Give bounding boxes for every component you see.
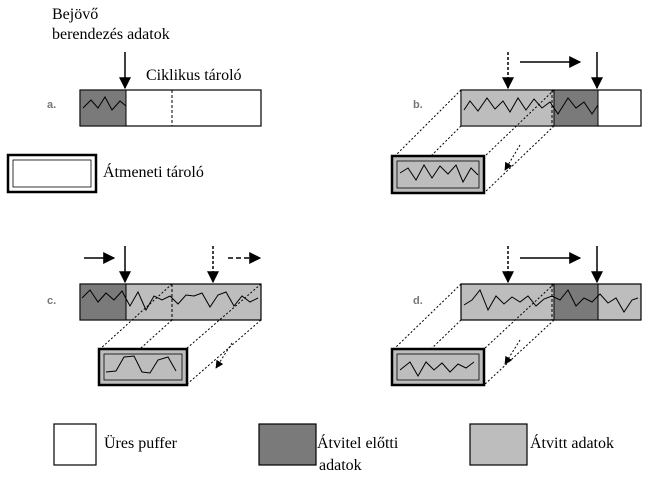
signal-wave-a [82, 96, 127, 111]
panel-d [390, 246, 642, 387]
temp-buffer-box [6, 153, 98, 194]
panel-label-b: b. [413, 99, 423, 111]
pre-transfer-segment-a [79, 89, 127, 127]
incoming-label-line1: Bejövő [52, 6, 99, 23]
cyclic-buffer-d [460, 283, 642, 321]
legend-label-pre-transfer-2: adatok [319, 457, 362, 474]
incoming-label-line2: berendezés adatok [52, 26, 170, 43]
legend-label-empty: Üres puffer [104, 435, 178, 452]
panel-label-a: a. [47, 99, 57, 111]
temp-buffer-label: Átmeneti tároló [103, 164, 204, 181]
panel-label-d: d. [413, 295, 423, 307]
panel-label-c: c. [47, 295, 57, 307]
legend-swatch-transferred [469, 423, 528, 466]
legend-label-transferred: Átvitt adatok [530, 435, 614, 452]
legend-label-pre-transfer-1: Átvitel előtti [317, 435, 399, 452]
cyclic-buffer-label: Ciklikus tároló [146, 67, 242, 84]
panel-c [79, 246, 262, 387]
panel-a [79, 52, 262, 127]
panel-b [390, 52, 642, 195]
legend-swatch-empty [53, 423, 97, 466]
legend-swatch-pre-transfer [258, 423, 317, 466]
